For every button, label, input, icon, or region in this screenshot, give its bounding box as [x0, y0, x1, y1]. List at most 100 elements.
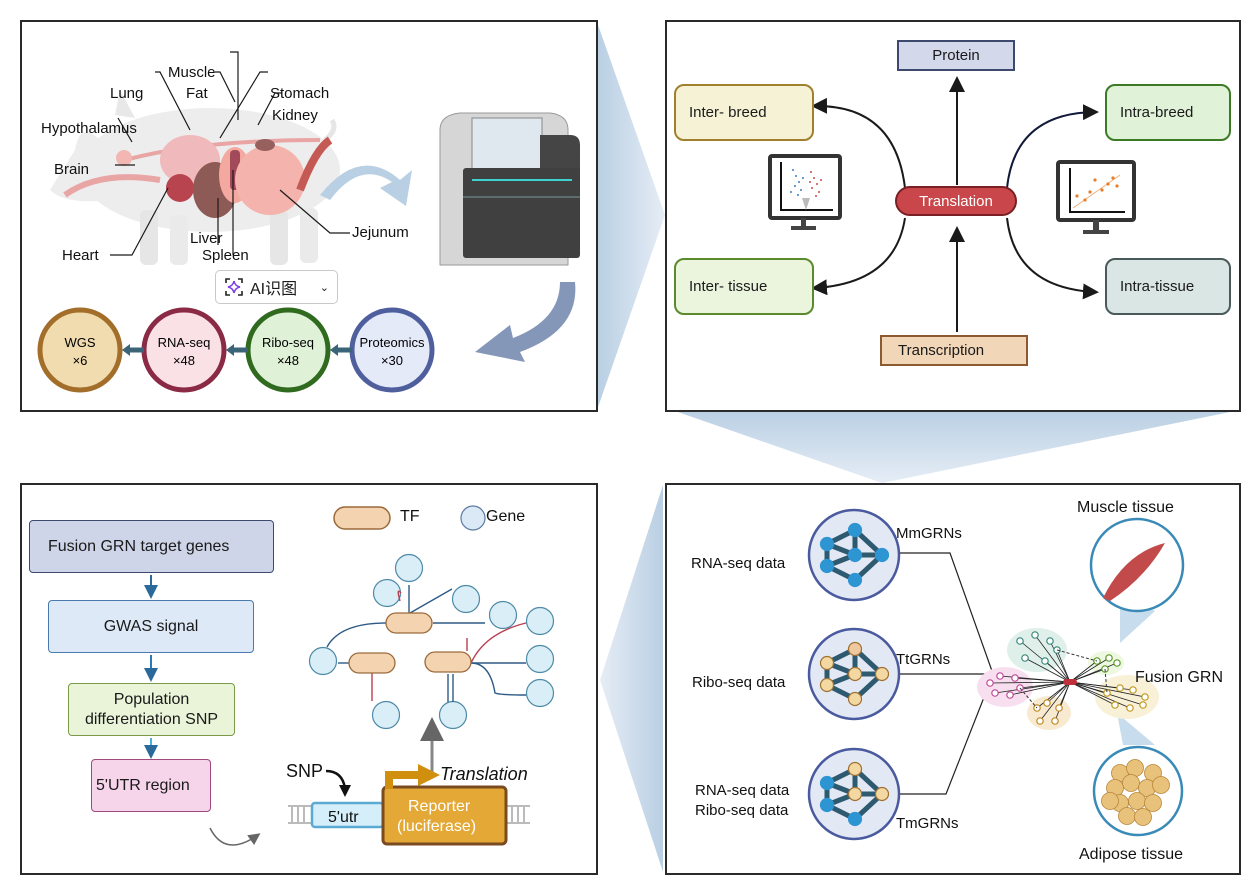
fusion-subnetwork — [1027, 681, 1071, 730]
subnetwork-node — [1043, 699, 1051, 707]
network-data-label: Ribo-seq data — [692, 674, 786, 691]
step-label: 5'UTR region — [96, 776, 190, 794]
ai-image-recognition-button[interactable]: AI识图 ⌄ — [215, 270, 338, 304]
label-jejunum: Jejunum — [352, 224, 409, 241]
omics-count: ×48 — [277, 353, 299, 368]
subnetwork-node — [1141, 693, 1149, 701]
fusion-network — [977, 628, 1159, 730]
omics-circle — [141, 307, 227, 393]
omics-node-rna-seq: RNA-seq×48 — [122, 307, 227, 393]
fusion-subnetwork — [1007, 628, 1071, 683]
grn-node — [847, 811, 863, 827]
grn-node — [874, 666, 890, 682]
gene-node — [371, 700, 401, 730]
subnetwork-node — [1105, 654, 1113, 662]
adipocyte — [1144, 794, 1162, 812]
subnetwork-node — [1046, 637, 1054, 645]
tf-gene-network — [308, 553, 555, 730]
label-hypothalamus: Hypothalamus — [41, 120, 137, 137]
tf-node — [385, 612, 433, 634]
step-fusion-grn-targets: Fusion GRN target genes — [29, 520, 274, 573]
hub-edge — [1039, 681, 1071, 722]
curved-arrow-icon — [209, 827, 261, 846]
subnetwork-node — [1129, 686, 1137, 694]
connector-b-to-d — [672, 410, 1240, 483]
hub-edge — [1069, 657, 1110, 683]
subnetwork-node — [1111, 701, 1119, 709]
adipocyte — [1126, 759, 1144, 777]
network-name-label: TtGRNs — [896, 651, 951, 668]
label-liver: Liver — [190, 230, 223, 247]
translation-diagram — [768, 76, 1136, 332]
step-label: Fusion GRN target genes — [48, 537, 230, 555]
network-name-label: TmGRNs — [896, 815, 959, 832]
snp-arrowhead — [339, 785, 351, 797]
omics-count: ×48 — [173, 353, 195, 368]
network-name-label: MmGRNs — [896, 525, 962, 542]
subnetwork-node — [996, 672, 1004, 680]
gene-node — [394, 553, 424, 583]
inter-breed-label: Inter- breed — [689, 104, 767, 121]
scatter-plot-monitor-icon — [1056, 160, 1136, 234]
promoter-arrow-icon — [385, 764, 440, 789]
fusion-grn-label: Fusion GRN — [1135, 669, 1224, 686]
hub-node — [1063, 679, 1077, 685]
grn-node — [819, 797, 835, 813]
omics-name: Proteomics — [359, 335, 425, 350]
subnetwork-node — [1126, 704, 1134, 712]
arrow-to-inter-tissue — [811, 217, 906, 296]
step-gwas-signal: GWAS signal — [48, 600, 254, 653]
fusion-subnetwork — [1069, 675, 1159, 719]
gene-node — [525, 678, 555, 708]
grn-node — [847, 691, 863, 707]
tf-node — [348, 652, 396, 674]
omics-circle — [349, 307, 435, 393]
adipocyte — [1122, 774, 1140, 792]
gene-node — [308, 646, 338, 676]
grn-node — [847, 572, 863, 588]
gene-node — [525, 606, 555, 636]
reporter-label-2: (luciferase) — [397, 818, 477, 835]
tf-node — [424, 651, 472, 673]
adipocyte — [1118, 807, 1136, 825]
subnetwork-blob — [977, 667, 1033, 707]
dashed-edge — [1019, 687, 1038, 709]
dashed-edge — [1104, 668, 1108, 694]
regulation-edge — [470, 622, 527, 664]
hub-edge — [1054, 681, 1071, 722]
omics-arrowhead — [330, 344, 338, 356]
label-stomach: Stomach — [270, 85, 330, 102]
step-population-snp: Population differentiation SNP — [68, 683, 235, 736]
adipocyte — [1152, 776, 1170, 794]
hub-edge — [1046, 681, 1071, 704]
arrow-to-intra-breed — [1006, 104, 1099, 189]
grn-node — [819, 677, 835, 693]
fusion-grn-diagram — [807, 508, 1185, 841]
grn-circle-mmgrns — [807, 508, 901, 602]
label-muscle: Muscle — [168, 64, 216, 81]
grn-node — [847, 666, 863, 682]
hub-edge — [1014, 677, 1071, 683]
subnetwork-node — [1113, 659, 1121, 667]
subnetwork-node — [991, 689, 999, 697]
subnetwork-node — [1041, 657, 1049, 665]
utr-label: 5'utr — [328, 809, 359, 826]
arrow-to-intra-tissue — [1006, 217, 1099, 300]
subnetwork-node — [1021, 654, 1029, 662]
subnetwork-node — [1016, 637, 1024, 645]
grn-node — [874, 547, 890, 563]
hub-edge — [1069, 681, 1116, 706]
grn-node — [847, 522, 863, 538]
gene-node — [438, 700, 468, 730]
protein-label: Protein — [932, 47, 980, 64]
omics-circle — [37, 307, 123, 393]
step-5utr-region: 5'UTR region — [91, 759, 211, 812]
legend-gene-label: Gene — [486, 508, 526, 525]
dashed-edge — [1056, 649, 1098, 662]
gene-node — [451, 584, 481, 614]
validation-diagram — [144, 505, 555, 846]
omics-count: ×30 — [381, 353, 403, 368]
grn-node — [819, 536, 835, 552]
transcription-label: Transcription — [898, 342, 985, 359]
